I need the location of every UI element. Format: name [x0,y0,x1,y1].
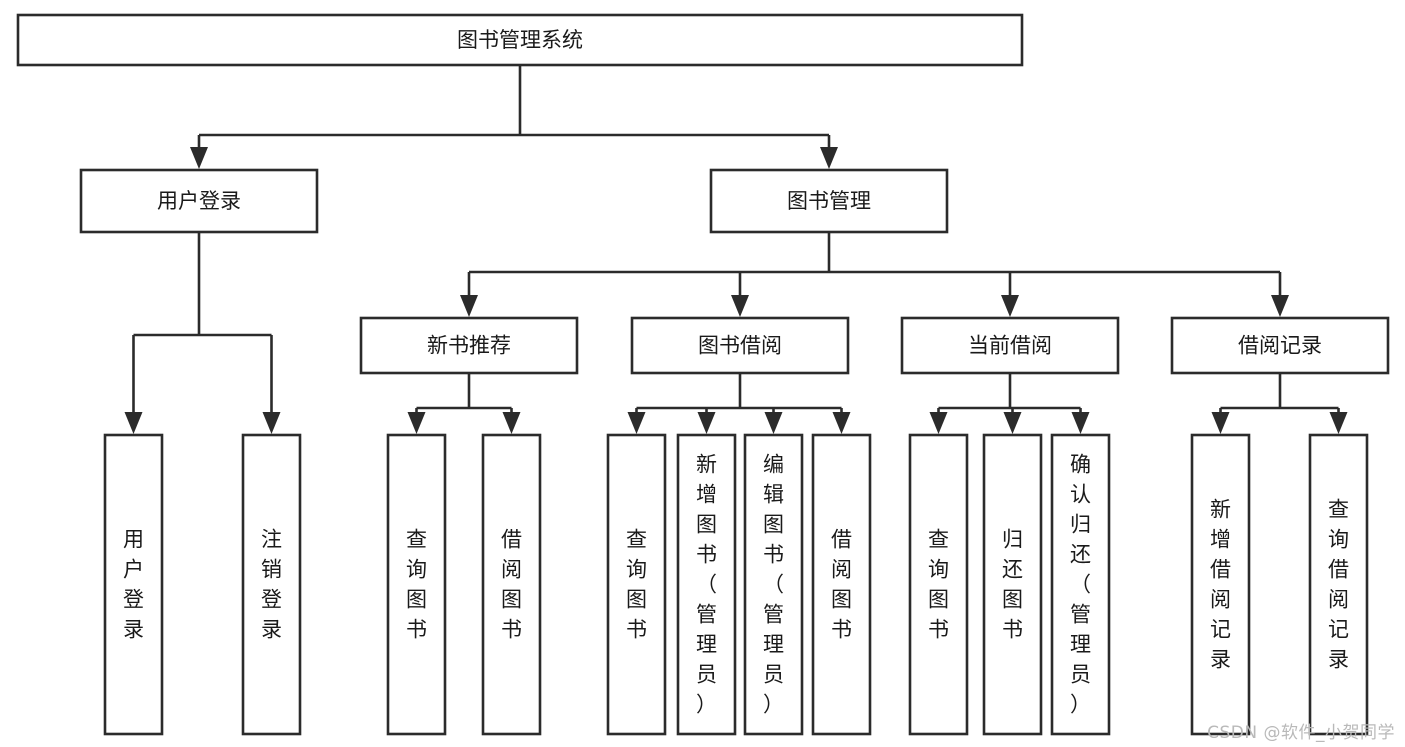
node-leaf-4-label: 查询图书 [626,528,647,642]
node-level2-1[interactable]: 图书管理 [709,168,949,234]
node-leaf-7[interactable]: 借阅图书 [811,433,872,736]
node-leaf-11-box[interactable] [1190,433,1251,736]
node-leaf-11[interactable]: 新增借阅记录 [1190,433,1251,736]
arrow-group-0-to-leaf-0 [407,412,426,434]
arrow-group-2-to-leaf-1 [1003,412,1022,434]
arrow-group-1-to-leaf-1 [697,412,716,434]
arrow-group-2-to-leaf-0 [929,412,948,434]
node-leaf-8-label: 查询图书 [928,528,949,642]
node-leaf-5[interactable]: 新增图书（管理员） [676,433,737,736]
arrow-group-2-to-leaf-2 [1071,412,1090,434]
node-level3-1-label: 图书借阅 [698,334,782,358]
node-level3-3-label: 借阅记录 [1238,334,1322,358]
node-leaf-7-label: 借阅图书 [831,528,852,642]
node-leaf-0[interactable]: 用户登录 [103,433,164,736]
node-leaf-6-label: 编辑图书（管理员） [763,453,784,717]
node-level3-3-box[interactable] [1170,316,1390,375]
node-leaf-10-label: 确认归还（管理员） [1070,453,1091,717]
node-level3-1-box[interactable] [630,316,850,375]
node-leaf-10-box[interactable] [1050,433,1111,736]
node-leaf-6[interactable]: 编辑图书（管理员） [743,433,804,736]
arrow-group-1-to-leaf-0 [627,412,646,434]
node-level3-3[interactable]: 借阅记录 [1170,316,1390,375]
node-leaf-1-box[interactable] [241,433,302,736]
arrow-group-3-to-leaf-0 [1211,412,1230,434]
node-leaf-9-label: 归还图书 [1002,528,1023,642]
arrow-books-to-level3-3 [1271,295,1289,317]
node-leaf-1[interactable]: 注销登录 [241,433,302,736]
node-leaf-12-box[interactable] [1308,433,1369,736]
csdn-watermark: CSDN @软件_小贺同学 [1207,723,1395,743]
arrow-books-to-level3-1 [731,295,749,317]
arrow-group-3-to-leaf-1 [1329,412,1348,434]
arrow-login-to-leaf-0 [124,412,143,434]
node-leaf-11-label: 新增借阅记录 [1210,498,1231,672]
node-leaf-1-label: 注销登录 [261,528,282,642]
node-level3-1[interactable]: 图书借阅 [630,316,850,375]
node-leaf-3[interactable]: 借阅图书 [481,433,542,736]
node-leaf-6-box[interactable] [743,433,804,736]
arrow-group-0-to-leaf-1 [502,412,521,434]
node-level3-2[interactable]: 当前借阅 [900,316,1120,375]
node-level3-2-box[interactable] [900,316,1120,375]
node-leaf-7-box[interactable] [811,433,872,736]
node-root-box[interactable] [16,13,1024,67]
arrow-root-to-level2-0 [190,147,208,169]
node-leaf-9-box[interactable] [982,433,1043,736]
arrow-group-1-to-leaf-3 [832,412,851,434]
node-leaf-12[interactable]: 查询借阅记录 [1308,433,1369,736]
node-level3-0-box[interactable] [359,316,579,375]
node-level3-0-label: 新书推荐 [427,334,511,358]
arrow-group-1-to-leaf-2 [764,412,783,434]
node-leaf-2-box[interactable] [386,433,447,736]
arrow-login-to-leaf-1 [262,412,281,434]
node-leaf-8-box[interactable] [908,433,969,736]
node-level2-0[interactable]: 用户登录 [79,168,319,234]
node-leaf-5-box[interactable] [676,433,737,736]
node-leaf-10[interactable]: 确认归还（管理员） [1050,433,1111,736]
node-level2-1-label: 图书管理 [787,189,871,213]
node-leaf-3-label: 借阅图书 [501,528,522,642]
node-leaf-3-box[interactable] [481,433,542,736]
node-leaf-5-label: 新增图书（管理员） [696,453,717,717]
node-level3-2-label: 当前借阅 [968,334,1052,358]
node-leaf-2[interactable]: 查询图书 [386,433,447,736]
arrow-books-to-level3-0 [460,295,478,317]
node-leaf-4-box[interactable] [606,433,667,736]
arrow-books-to-level3-2 [1001,295,1019,317]
arrow-root-to-level2-1 [820,147,838,169]
node-leaf-2-label: 查询图书 [406,528,427,642]
node-root[interactable]: 图书管理系统 [16,13,1024,67]
node-level2-1-box[interactable] [709,168,949,234]
node-leaf-0-label: 用户登录 [123,528,144,642]
node-level2-0-box[interactable] [79,168,319,234]
node-leaf-12-label: 查询借阅记录 [1328,498,1349,672]
node-level2-0-label: 用户登录 [157,189,241,213]
node-level3-0[interactable]: 新书推荐 [359,316,579,375]
node-leaf-8[interactable]: 查询图书 [908,433,969,736]
node-root-label: 图书管理系统 [457,28,583,52]
node-leaf-4[interactable]: 查询图书 [606,433,667,736]
connector-edges-layer [124,65,1348,434]
node-leaf-9[interactable]: 归还图书 [982,433,1043,736]
node-leaf-0-box[interactable] [103,433,164,736]
node-boxes-layer: 图书管理系统用户登录图书管理新书推荐图书借阅当前借阅借阅记录用户登录注销登录查询… [16,13,1390,736]
